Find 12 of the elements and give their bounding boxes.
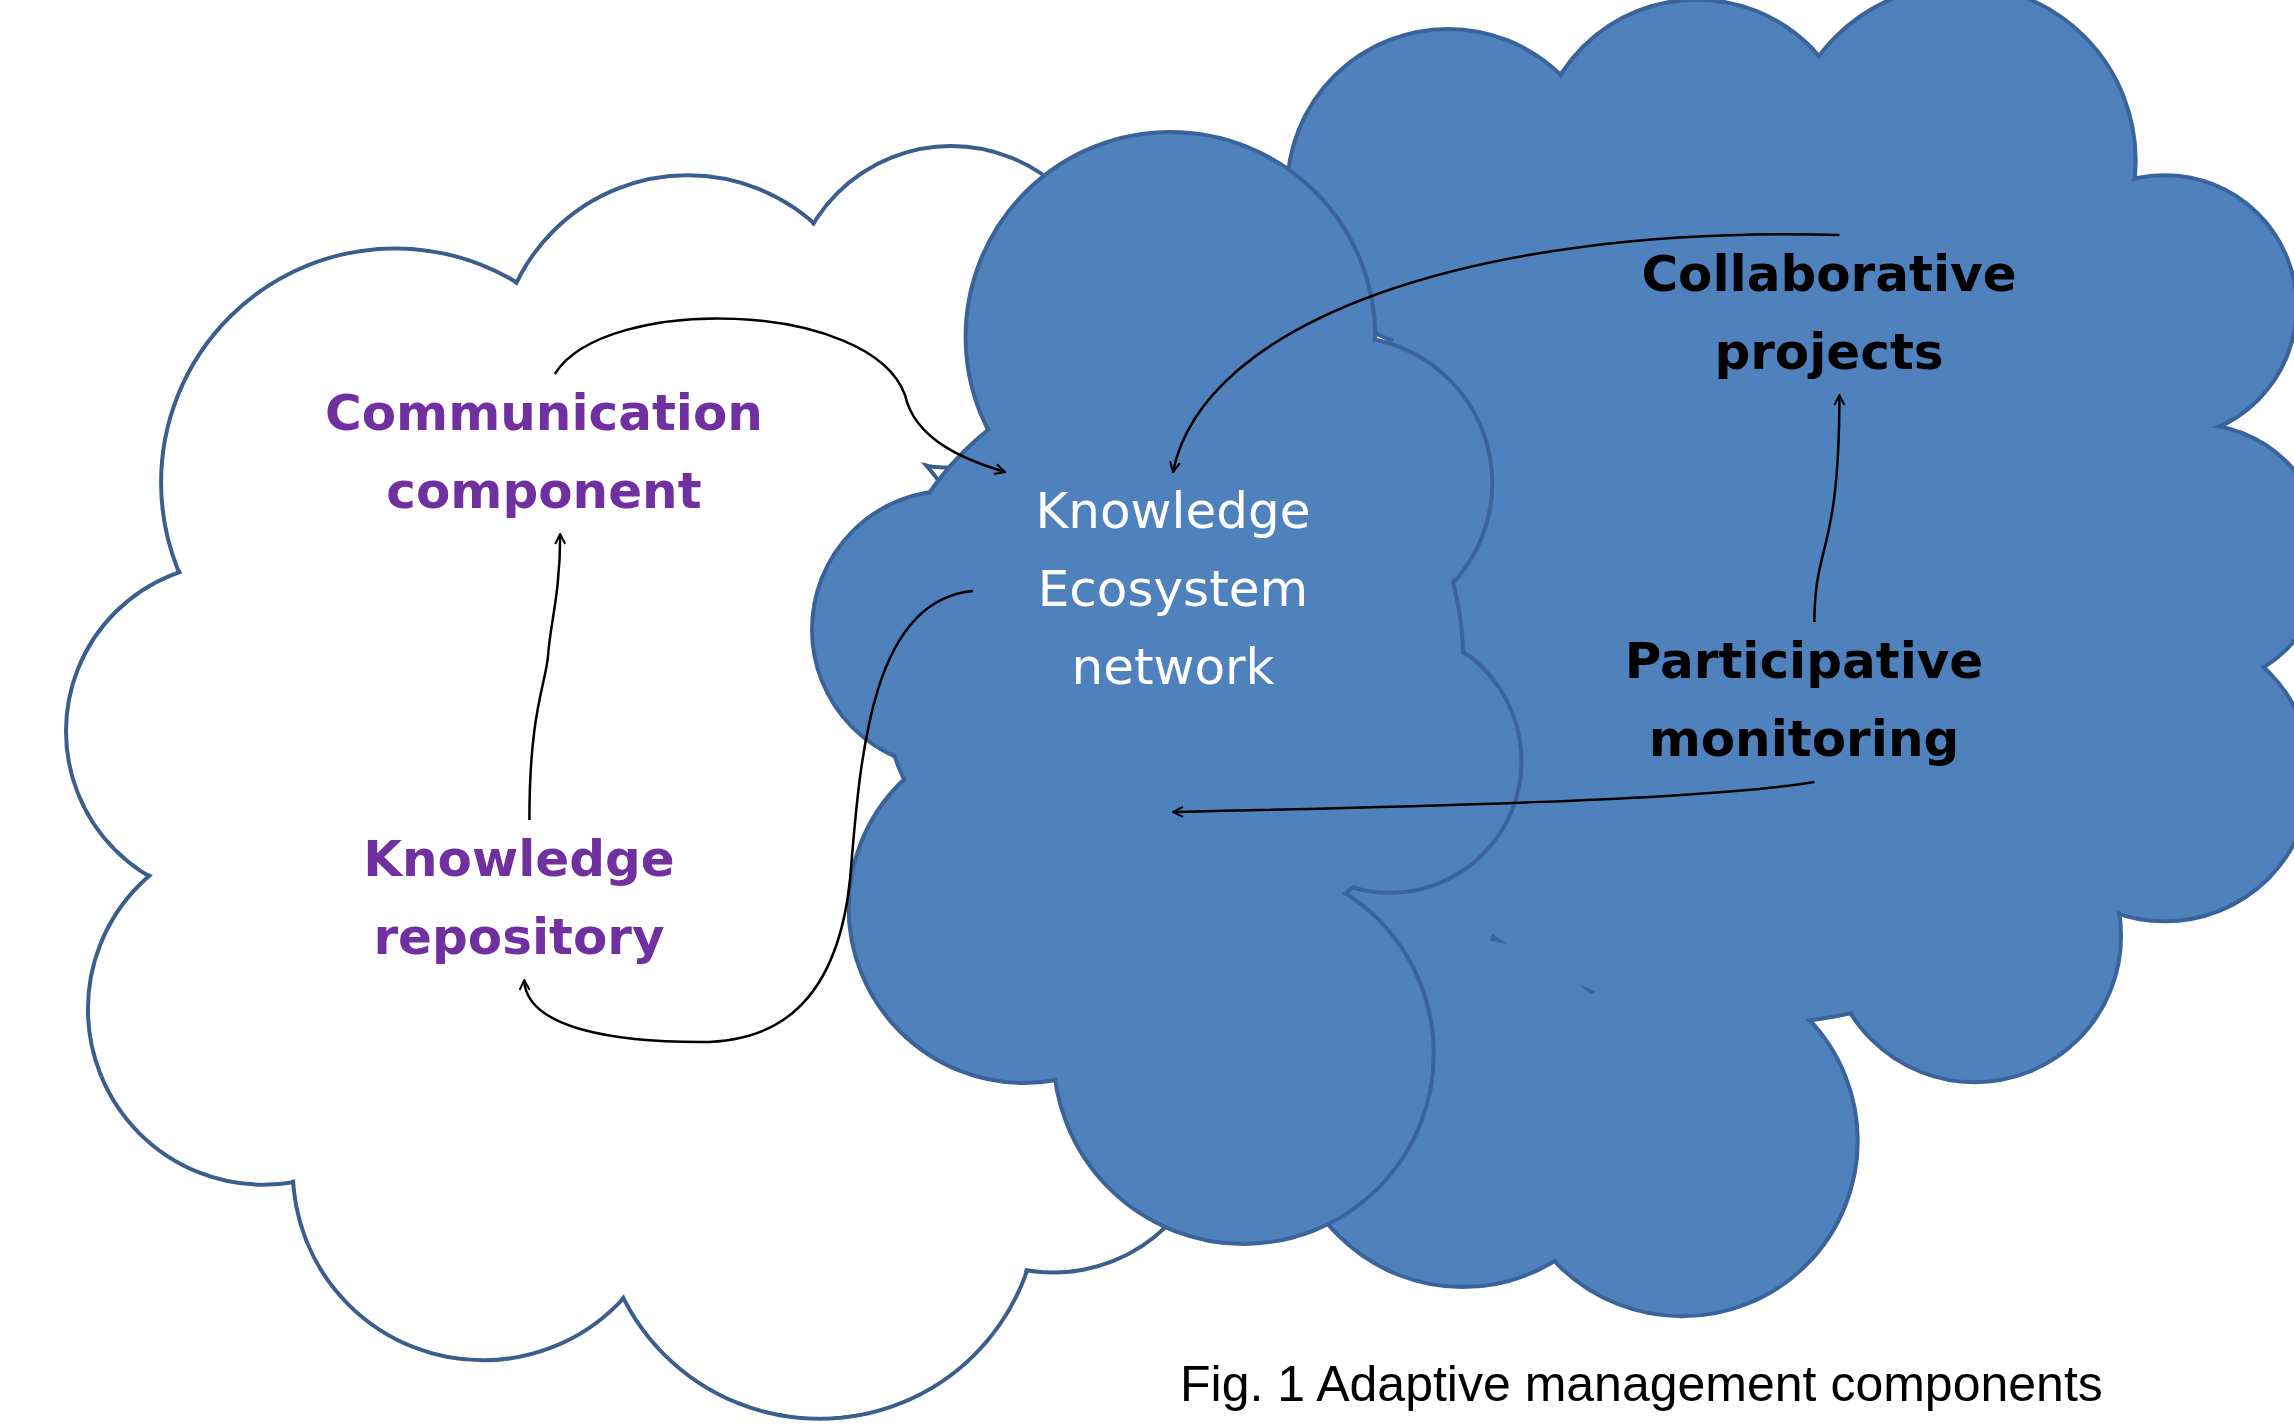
node-label: Knowledge repository [362,829,676,968]
arrow [553,317,1006,475]
node-label: Participative monitoring [1623,631,1985,770]
arrow [520,589,974,1044]
arrow [1813,394,1846,623]
figure-caption: Fig. 1 Adaptive management components [1180,1355,2103,1413]
arrow [528,533,567,820]
node-label: Knowledge Ecosystem network [1034,481,1312,698]
node-label: Collaborative projects [1640,244,2018,383]
node-label: Communication component [324,383,764,522]
arrow [1170,233,1840,473]
arrow [1172,780,1815,818]
